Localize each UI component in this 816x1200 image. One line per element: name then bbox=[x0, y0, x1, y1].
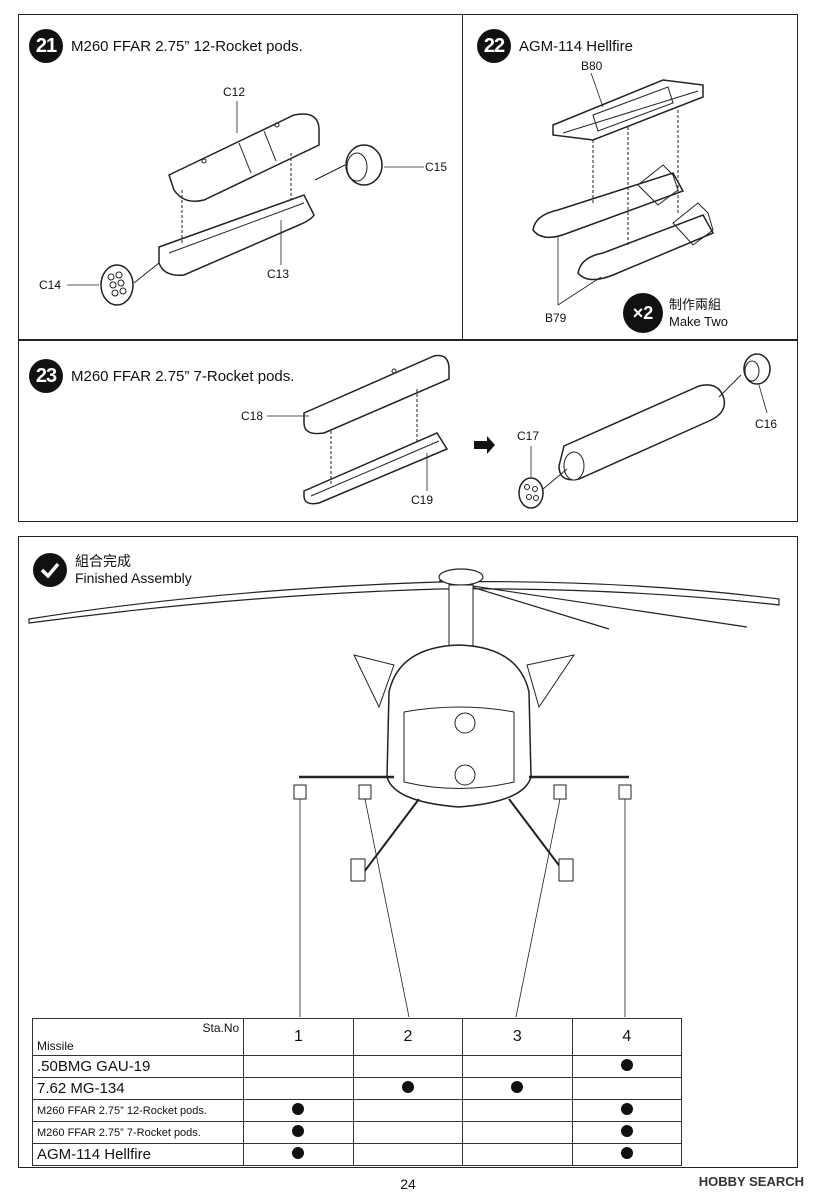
mark-cell bbox=[462, 1121, 573, 1144]
station-dot bbox=[511, 1080, 524, 1093]
mark-cell bbox=[352, 1055, 464, 1078]
station-dot bbox=[401, 1080, 414, 1093]
finished-title-en: Finished Assembly bbox=[75, 570, 192, 586]
weapon-name: M260 FFAR 2.75” 12-Rocket pods. bbox=[31, 1099, 245, 1122]
station-header-4: 4 bbox=[571, 1018, 683, 1056]
mark-cell bbox=[243, 1099, 354, 1122]
step-22-number-badge: 22 bbox=[477, 29, 511, 63]
station-dot bbox=[292, 1146, 305, 1159]
mark-cell bbox=[571, 1099, 683, 1122]
finished-title-cn: 組合完成 bbox=[75, 553, 131, 569]
step-21-panel: 21 M260 FFAR 2.75” 12-Rocket pods. C12 bbox=[18, 14, 464, 340]
make-two-cn: 制作兩組 bbox=[669, 297, 722, 312]
part-label-c15: C15 bbox=[425, 160, 448, 174]
mark-cell bbox=[462, 1077, 573, 1100]
weapon-name: 7.62 MG-134 bbox=[31, 1077, 245, 1100]
part-label-c19: C19 bbox=[411, 493, 434, 507]
step-23-title: M260 FFAR 2.75” 7-Rocket pods. bbox=[71, 367, 295, 385]
table-row: .50BMG GAU-19 bbox=[31, 1055, 683, 1078]
step-21-title: M260 FFAR 2.75” 12-Rocket pods. bbox=[71, 37, 303, 55]
weapon-station-table: Sta.No Missile 1 2 3 4 .50BMG GAU-19 7.6… bbox=[31, 1018, 683, 1166]
mark-cell bbox=[462, 1055, 573, 1078]
part-label-c18: C18 bbox=[241, 409, 264, 423]
mark-cell bbox=[352, 1143, 464, 1166]
make-two-block: ×2 制作兩組 Make Two bbox=[623, 293, 728, 333]
step-22-title: AGM-114 Hellfire bbox=[519, 37, 633, 55]
rocket-pod-7-diagram bbox=[267, 353, 771, 509]
make-two-en: Make Two bbox=[669, 314, 729, 329]
mark-cell bbox=[571, 1143, 683, 1166]
station-header-2: 2 bbox=[352, 1018, 464, 1056]
part-label-b80: B80 bbox=[581, 59, 603, 73]
header-station-label: Sta.No bbox=[202, 1021, 240, 1035]
mark-cell bbox=[243, 1121, 354, 1144]
mark-cell bbox=[571, 1077, 683, 1100]
mark-cell bbox=[462, 1143, 573, 1166]
table-row: 7.62 MG-134 bbox=[31, 1077, 683, 1100]
station-dot bbox=[620, 1124, 633, 1137]
step-22-panel: 22 AGM-114 Hellfire B80 B79 ×2 制作兩組 Make… bbox=[462, 14, 798, 340]
table-row: M260 FFAR 2.75” 7-Rocket pods. bbox=[31, 1121, 683, 1144]
hellfire-diagram bbox=[532, 72, 715, 306]
weapon-name: AGM-114 Hellfire bbox=[31, 1143, 245, 1166]
finished-title-text: 組合完成 Finished Assembly bbox=[75, 553, 192, 587]
part-label-c13: C13 bbox=[267, 267, 290, 281]
watermark-text: HOBBY SEARCH bbox=[698, 1174, 804, 1189]
station-dot bbox=[292, 1102, 305, 1115]
checkmark-icon bbox=[33, 553, 67, 587]
station-header-1: 1 bbox=[243, 1018, 354, 1056]
part-label-c14: C14 bbox=[39, 278, 62, 292]
step-23-title-row: 23 M260 FFAR 2.75” 7-Rocket pods. bbox=[29, 359, 294, 393]
station-dot bbox=[620, 1102, 633, 1115]
page-number: 24 bbox=[400, 1176, 416, 1192]
mark-cell bbox=[352, 1121, 464, 1144]
step-22-title-row: 22 AGM-114 Hellfire bbox=[477, 29, 633, 63]
mark-cell bbox=[243, 1055, 354, 1078]
part-label-c16: C16 bbox=[755, 417, 778, 431]
mark-cell bbox=[243, 1143, 354, 1166]
multiplier-badge: ×2 bbox=[623, 293, 663, 333]
mark-cell bbox=[571, 1055, 683, 1078]
step-23-number-badge: 23 bbox=[29, 359, 63, 393]
mark-cell bbox=[243, 1077, 354, 1100]
part-label-c12: C12 bbox=[223, 85, 246, 99]
table-row: M260 FFAR 2.75” 12-Rocket pods. bbox=[31, 1099, 683, 1122]
mark-cell bbox=[352, 1099, 464, 1122]
station-dot bbox=[620, 1146, 633, 1159]
station-dot bbox=[620, 1058, 633, 1071]
step-21-title-row: 21 M260 FFAR 2.75” 12-Rocket pods. bbox=[29, 29, 303, 63]
station-header-3: 3 bbox=[462, 1018, 573, 1056]
weapon-name: .50BMG GAU-19 bbox=[31, 1055, 245, 1078]
part-label-b79: B79 bbox=[545, 311, 567, 325]
table-body: .50BMG GAU-19 7.62 MG-134 M260 FFAR 2.75… bbox=[31, 1055, 683, 1166]
header-missile-label: Missile bbox=[37, 1039, 74, 1053]
mark-cell bbox=[571, 1121, 683, 1144]
step-23-panel: 23 M260 FFAR 2.75” 7-Rocket pods. C18 C1… bbox=[18, 340, 798, 522]
mark-cell bbox=[352, 1077, 464, 1100]
part-label-c17: C17 bbox=[517, 429, 540, 443]
step-21-number-badge: 21 bbox=[29, 29, 63, 63]
make-two-text: 制作兩組 Make Two bbox=[669, 296, 728, 330]
mark-cell bbox=[462, 1099, 573, 1122]
table-corner-cell: Sta.No Missile bbox=[31, 1018, 245, 1056]
weapon-name: M260 FFAR 2.75” 7-Rocket pods. bbox=[31, 1121, 245, 1144]
table-header-row: Sta.No Missile 1 2 3 4 bbox=[31, 1018, 683, 1056]
station-dot bbox=[292, 1124, 305, 1137]
rocket-pod-12-diagram bbox=[67, 101, 424, 306]
finished-title-row: 組合完成 Finished Assembly bbox=[33, 553, 192, 587]
table-row: AGM-114 Hellfire bbox=[31, 1143, 683, 1166]
helicopter-front-view bbox=[28, 568, 780, 1017]
